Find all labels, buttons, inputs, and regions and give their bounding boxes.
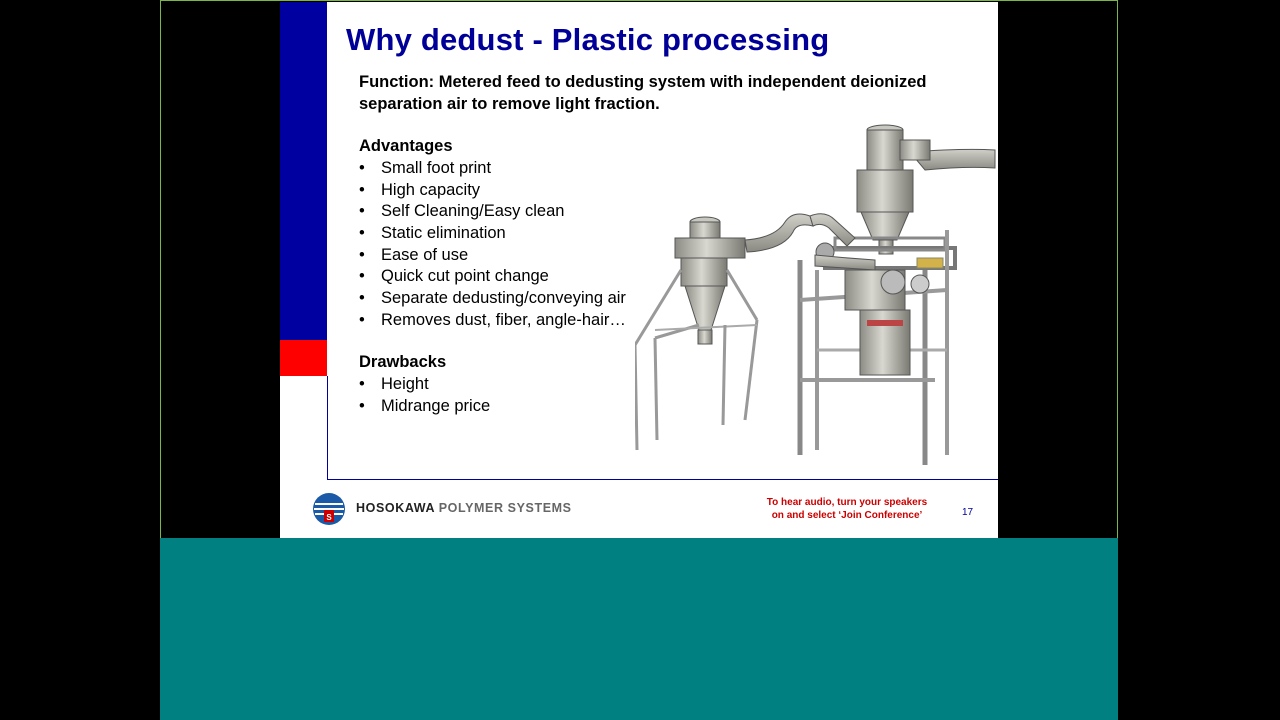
bullet: •	[359, 224, 365, 243]
presentation-slide: Why dedust - Plastic processing Function…	[280, 2, 998, 538]
audio-instructions: To hear audio, turn your speakers on and…	[742, 496, 952, 522]
list-item: • High capacity	[359, 180, 626, 202]
hosokawa-globe-logo: S	[313, 493, 345, 525]
list-item: • Quick cut point change	[359, 266, 626, 288]
list-item-text: High capacity	[381, 180, 481, 199]
bullet: •	[359, 267, 365, 286]
list-item: • Static elimination	[359, 223, 626, 245]
list-item-text: Small foot print	[381, 159, 492, 177]
drawbacks-list: • Height • Midrange price	[359, 374, 490, 417]
page-number: 17	[962, 507, 974, 518]
list-item: • Small foot print	[359, 158, 626, 180]
list-item-text: Separate dedusting/conveying air	[381, 289, 626, 308]
bullet: •	[359, 202, 365, 221]
teal-panel	[160, 538, 1118, 720]
advantages-heading: Advantages	[359, 137, 453, 155]
list-item-text: Height	[381, 375, 429, 393]
list-item: • Separate dedusting/conveying air	[359, 288, 626, 310]
slide-accent-red-bar	[280, 340, 327, 376]
slide-accent-blue-bar	[280, 2, 327, 340]
list-item-text: Ease of use	[381, 245, 469, 264]
list-item: • Removes dust, fiber, angle-hair…	[359, 310, 626, 332]
brand-part1: HOSOKAWA	[356, 501, 435, 515]
bullet: •	[359, 159, 365, 177]
list-item-text: Removes dust, fiber, angle-hair…	[381, 310, 626, 329]
drawbacks-heading: Drawbacks	[359, 353, 447, 371]
svg-text:S: S	[326, 513, 332, 522]
list-item: • Ease of use	[359, 245, 626, 267]
advantages-list: • Small foot print • High capacity • Self C…	[359, 158, 626, 332]
list-item: • Self Cleaning/Easy clean	[359, 201, 626, 223]
list-item-text: Self Cleaning/Easy clean	[381, 202, 565, 221]
list-item-text: Static elimination	[381, 224, 506, 243]
brand-name: HOSOKAWA POLYMER SYSTEMS	[356, 501, 572, 515]
bullet: •	[359, 245, 365, 264]
dedusting-machine-illustration	[635, 124, 996, 465]
bullet: •	[359, 396, 365, 415]
bullet: •	[359, 310, 365, 329]
audio-line2: on and select ‘Join Conference’	[771, 510, 923, 521]
list-item: • Height	[359, 374, 490, 396]
function-text: Function: Metered feed to dedusting syst…	[359, 73, 927, 113]
brand-part2: POLYMER SYSTEMS	[438, 501, 572, 515]
list-item-text: Quick cut point change	[381, 267, 549, 286]
slide-frame-line-vertical	[327, 376, 328, 480]
audio-line1: To hear audio, turn your speakers	[766, 497, 928, 508]
bullet: •	[359, 180, 365, 199]
list-item: • Midrange price	[359, 396, 490, 418]
slide-title: Why dedust - Plastic processing	[346, 22, 830, 57]
bullet: •	[359, 375, 365, 393]
bullet: •	[359, 289, 365, 308]
slide-frame-line-horizontal	[327, 479, 998, 480]
list-item-text: Midrange price	[381, 396, 491, 415]
